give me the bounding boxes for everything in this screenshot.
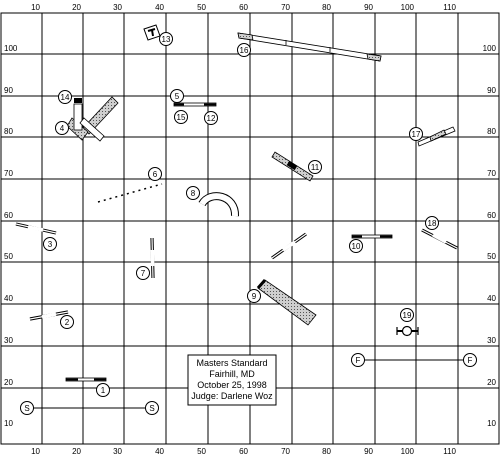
y-tick-left: 10 bbox=[4, 419, 13, 428]
obstacle-number: 17 bbox=[412, 130, 421, 139]
obstacle-1-jump: 1 bbox=[65, 377, 110, 397]
obstacle-number: 7 bbox=[141, 269, 146, 278]
unnumbered-jump bbox=[271, 232, 307, 260]
obstacle-7-jump: 7 bbox=[136, 237, 155, 280]
x-tick-bottom: 20 bbox=[72, 447, 81, 456]
course-date: October 25, 1998 bbox=[197, 380, 267, 390]
obstacle-17: 17 bbox=[409, 126, 456, 147]
x-tick-top: 70 bbox=[281, 3, 290, 12]
obstacle-number: 19 bbox=[403, 311, 412, 320]
obstacle-16-dogwalk: 16 bbox=[237, 32, 382, 62]
finish-line: F F bbox=[351, 353, 477, 367]
obstacle-number: 13 bbox=[162, 35, 171, 44]
grid-horizontal bbox=[1, 53, 499, 389]
y-tick-left: 50 bbox=[4, 252, 13, 261]
y-tick-right: 60 bbox=[487, 211, 496, 220]
x-tick-bottom: 10 bbox=[31, 447, 40, 456]
course-class: Masters Standard bbox=[196, 358, 267, 368]
y-tick-left: 70 bbox=[4, 169, 13, 178]
x-tick-bottom: 60 bbox=[239, 447, 248, 456]
y-tick-left: 80 bbox=[4, 127, 13, 136]
obstacle-number: 16 bbox=[240, 46, 249, 55]
x-tick-bottom: 100 bbox=[401, 447, 415, 456]
finish-marker-label: F bbox=[468, 356, 473, 365]
obstacle-number: 6 bbox=[153, 170, 158, 179]
course-location: Fairhill, MD bbox=[209, 369, 255, 379]
y-tick-right: 80 bbox=[487, 127, 496, 136]
y-tick-left: 100 bbox=[4, 44, 18, 53]
y-tick-left: 90 bbox=[4, 86, 13, 95]
obstacle-number: 18 bbox=[428, 219, 437, 228]
obstacle-18-jump: 18 bbox=[421, 216, 458, 250]
x-tick-bottom: 110 bbox=[443, 447, 456, 456]
obstacle-number: 12 bbox=[207, 114, 216, 123]
y-tick-right: 70 bbox=[487, 169, 496, 178]
obstacle-10-jump: 10 bbox=[349, 234, 393, 253]
obstacle-number: 3 bbox=[48, 240, 53, 249]
x-tick-top: 50 bbox=[197, 3, 206, 12]
obstacle-number: 10 bbox=[352, 242, 361, 251]
x-tick-bottom: 80 bbox=[322, 447, 331, 456]
start-line: S S bbox=[20, 401, 159, 415]
x-tick-top: 100 bbox=[401, 3, 415, 12]
x-tick-top: 40 bbox=[155, 3, 164, 12]
obstacle-2-jump: 2 bbox=[29, 310, 74, 329]
x-tick-top: 20 bbox=[72, 3, 81, 12]
y-tick-right: 40 bbox=[487, 294, 496, 303]
obstacle-3-jump: 3 bbox=[15, 222, 57, 251]
y-tick-left: 60 bbox=[4, 211, 13, 220]
x-tick-top: 110 bbox=[443, 3, 456, 12]
y-tick-right: 50 bbox=[487, 252, 496, 261]
obstacle-number: 11 bbox=[311, 163, 320, 172]
obstacle-number: 5 bbox=[175, 92, 180, 101]
x-tick-bottom: 40 bbox=[155, 447, 164, 456]
obstacle-number: 1 bbox=[101, 386, 106, 395]
x-tick-top: 10 bbox=[31, 3, 40, 12]
x-tick-bottom: 50 bbox=[197, 447, 206, 456]
y-tick-right: 20 bbox=[487, 378, 496, 387]
obstacle-4-14-structure: 14 4 bbox=[55, 90, 119, 142]
x-tick-top: 30 bbox=[113, 3, 122, 12]
obstacle-number: 14 bbox=[61, 93, 70, 102]
course-judge: Judge: Darlene Woz bbox=[191, 391, 273, 401]
obstacle-9-chute: 9 bbox=[247, 279, 317, 326]
x-tick-bottom: 70 bbox=[281, 447, 290, 456]
start-marker-label: S bbox=[24, 404, 29, 413]
x-tick-bottom: 90 bbox=[364, 447, 373, 456]
y-tick-left: 30 bbox=[4, 336, 13, 345]
obstacle-number: 9 bbox=[252, 292, 257, 301]
x-tick-top: 80 bbox=[322, 3, 331, 12]
x-tick-top: 90 bbox=[364, 3, 373, 12]
y-tick-right: 90 bbox=[487, 86, 496, 95]
y-tick-right: 100 bbox=[483, 44, 497, 53]
y-tick-left: 40 bbox=[4, 294, 13, 303]
obstacle-13-table: 13 bbox=[143, 24, 173, 46]
y-tick-right: 10 bbox=[487, 419, 496, 428]
obstacle-number: 2 bbox=[65, 318, 70, 327]
x-tick-top: 60 bbox=[239, 3, 248, 12]
obstacle-11: 11 bbox=[271, 151, 322, 182]
x-tick-bottom: 30 bbox=[113, 447, 122, 456]
y-tick-left: 20 bbox=[4, 378, 13, 387]
obstacle-8-tunnel: 8 bbox=[186, 186, 239, 217]
obstacle-19-tire: 19 bbox=[396, 308, 419, 337]
course-info-box: Masters Standard Fairhill, MD October 25… bbox=[187, 354, 277, 406]
obstacle-number: 4 bbox=[60, 124, 65, 133]
obstacle-6: 6 bbox=[97, 167, 163, 203]
obstacle-number: 8 bbox=[191, 189, 196, 198]
y-tick-right: 30 bbox=[487, 336, 496, 345]
obstacle-number: 15 bbox=[177, 113, 186, 122]
start-marker-label: S bbox=[149, 404, 154, 413]
finish-marker-label: F bbox=[356, 356, 361, 365]
obstacle-5-jump: 5 15 12 bbox=[170, 89, 218, 125]
